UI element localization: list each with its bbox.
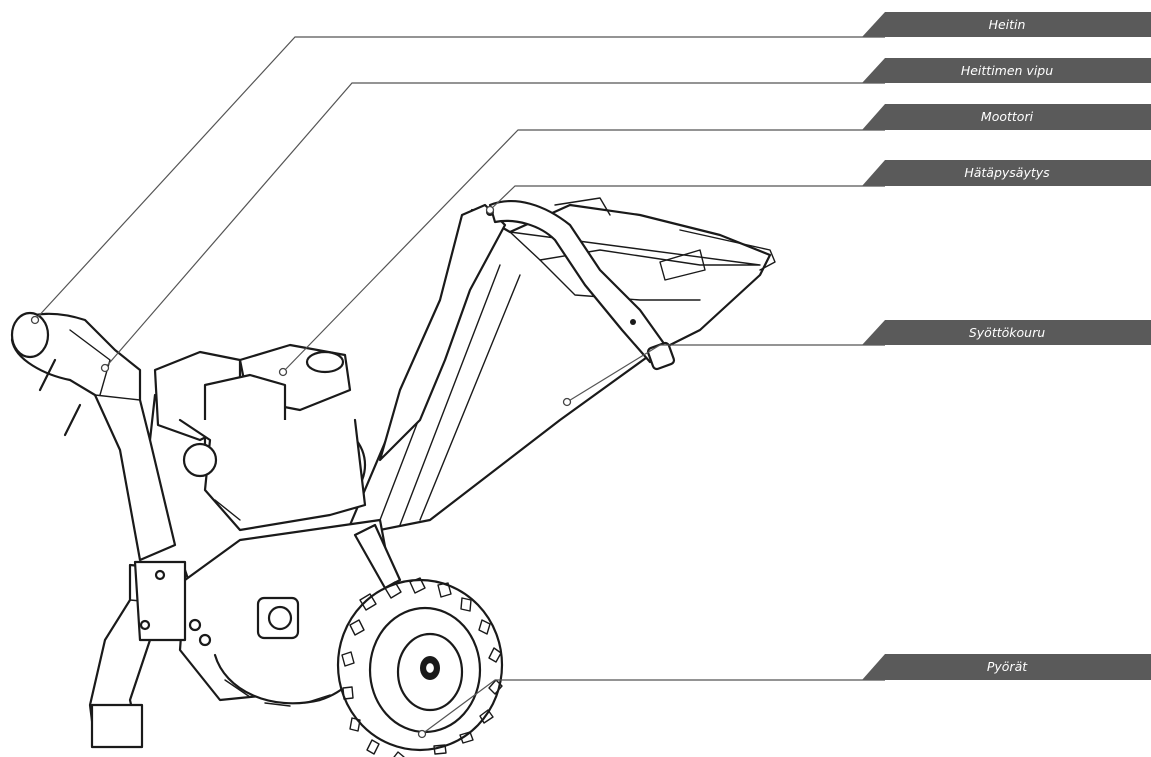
leader-line-pyorat xyxy=(421,679,885,735)
callout-label-moottori: Moottori xyxy=(981,109,1034,124)
callout-heitin: Heitin xyxy=(862,12,1151,37)
callout-label-heitin: Heitin xyxy=(989,17,1026,32)
hopper-frame-drawing xyxy=(378,200,676,462)
leader-dot-heitin xyxy=(30,315,40,325)
discharge-chute-drawing xyxy=(10,311,177,562)
callout-pyorat: Pyörät xyxy=(862,654,1151,680)
callout-moottori: Moottori xyxy=(862,104,1151,130)
callout-label-heittimen-vipu: Heittimen vipu xyxy=(961,63,1053,78)
leader-dot-pyorat xyxy=(417,729,427,739)
leader-line-moottori xyxy=(282,129,885,373)
wood-chipper-illustration xyxy=(10,197,776,757)
callout-label-hatapysaytys: Hätäpysäytys xyxy=(964,165,1050,180)
callout-hatapysaytys: Hätäpysäytys xyxy=(862,160,1151,186)
leader-lines xyxy=(30,36,885,739)
callout-tab-pyorat xyxy=(862,654,1151,680)
callout-labels: Heitin Heittimen vipu Moottori Hätäpysäy… xyxy=(862,12,1151,680)
callout-label-pyorat: Pyörät xyxy=(987,659,1028,674)
callout-heittimen-vipu: Heittimen vipu xyxy=(862,58,1151,83)
callout-tab-moottori xyxy=(862,104,1151,130)
leader-dot-heittimen-vipu xyxy=(100,363,110,373)
leader-line-heitin xyxy=(34,36,885,321)
callout-tab-syottokouru xyxy=(862,320,1151,345)
engine-drawing xyxy=(153,343,367,532)
callout-label-syottokouru: Syöttökouru xyxy=(969,325,1045,340)
callout-tab-heittimen-vipu xyxy=(862,58,1151,83)
callout-tab-heitin xyxy=(862,12,1151,37)
leader-dot-syottokouru xyxy=(562,397,572,407)
leader-line-heittimen-vipu xyxy=(104,82,885,369)
leader-dot-hatapysaytys xyxy=(485,205,495,215)
callout-syottokouru: Syöttökouru xyxy=(862,320,1151,345)
callout-tab-hatapysaytys xyxy=(862,160,1151,186)
leader-line-hatapysaytys xyxy=(489,185,885,211)
front-wheel-drawing xyxy=(336,577,504,757)
leader-line-syottokouru xyxy=(566,344,885,403)
leader-dot-moottori xyxy=(278,367,288,377)
